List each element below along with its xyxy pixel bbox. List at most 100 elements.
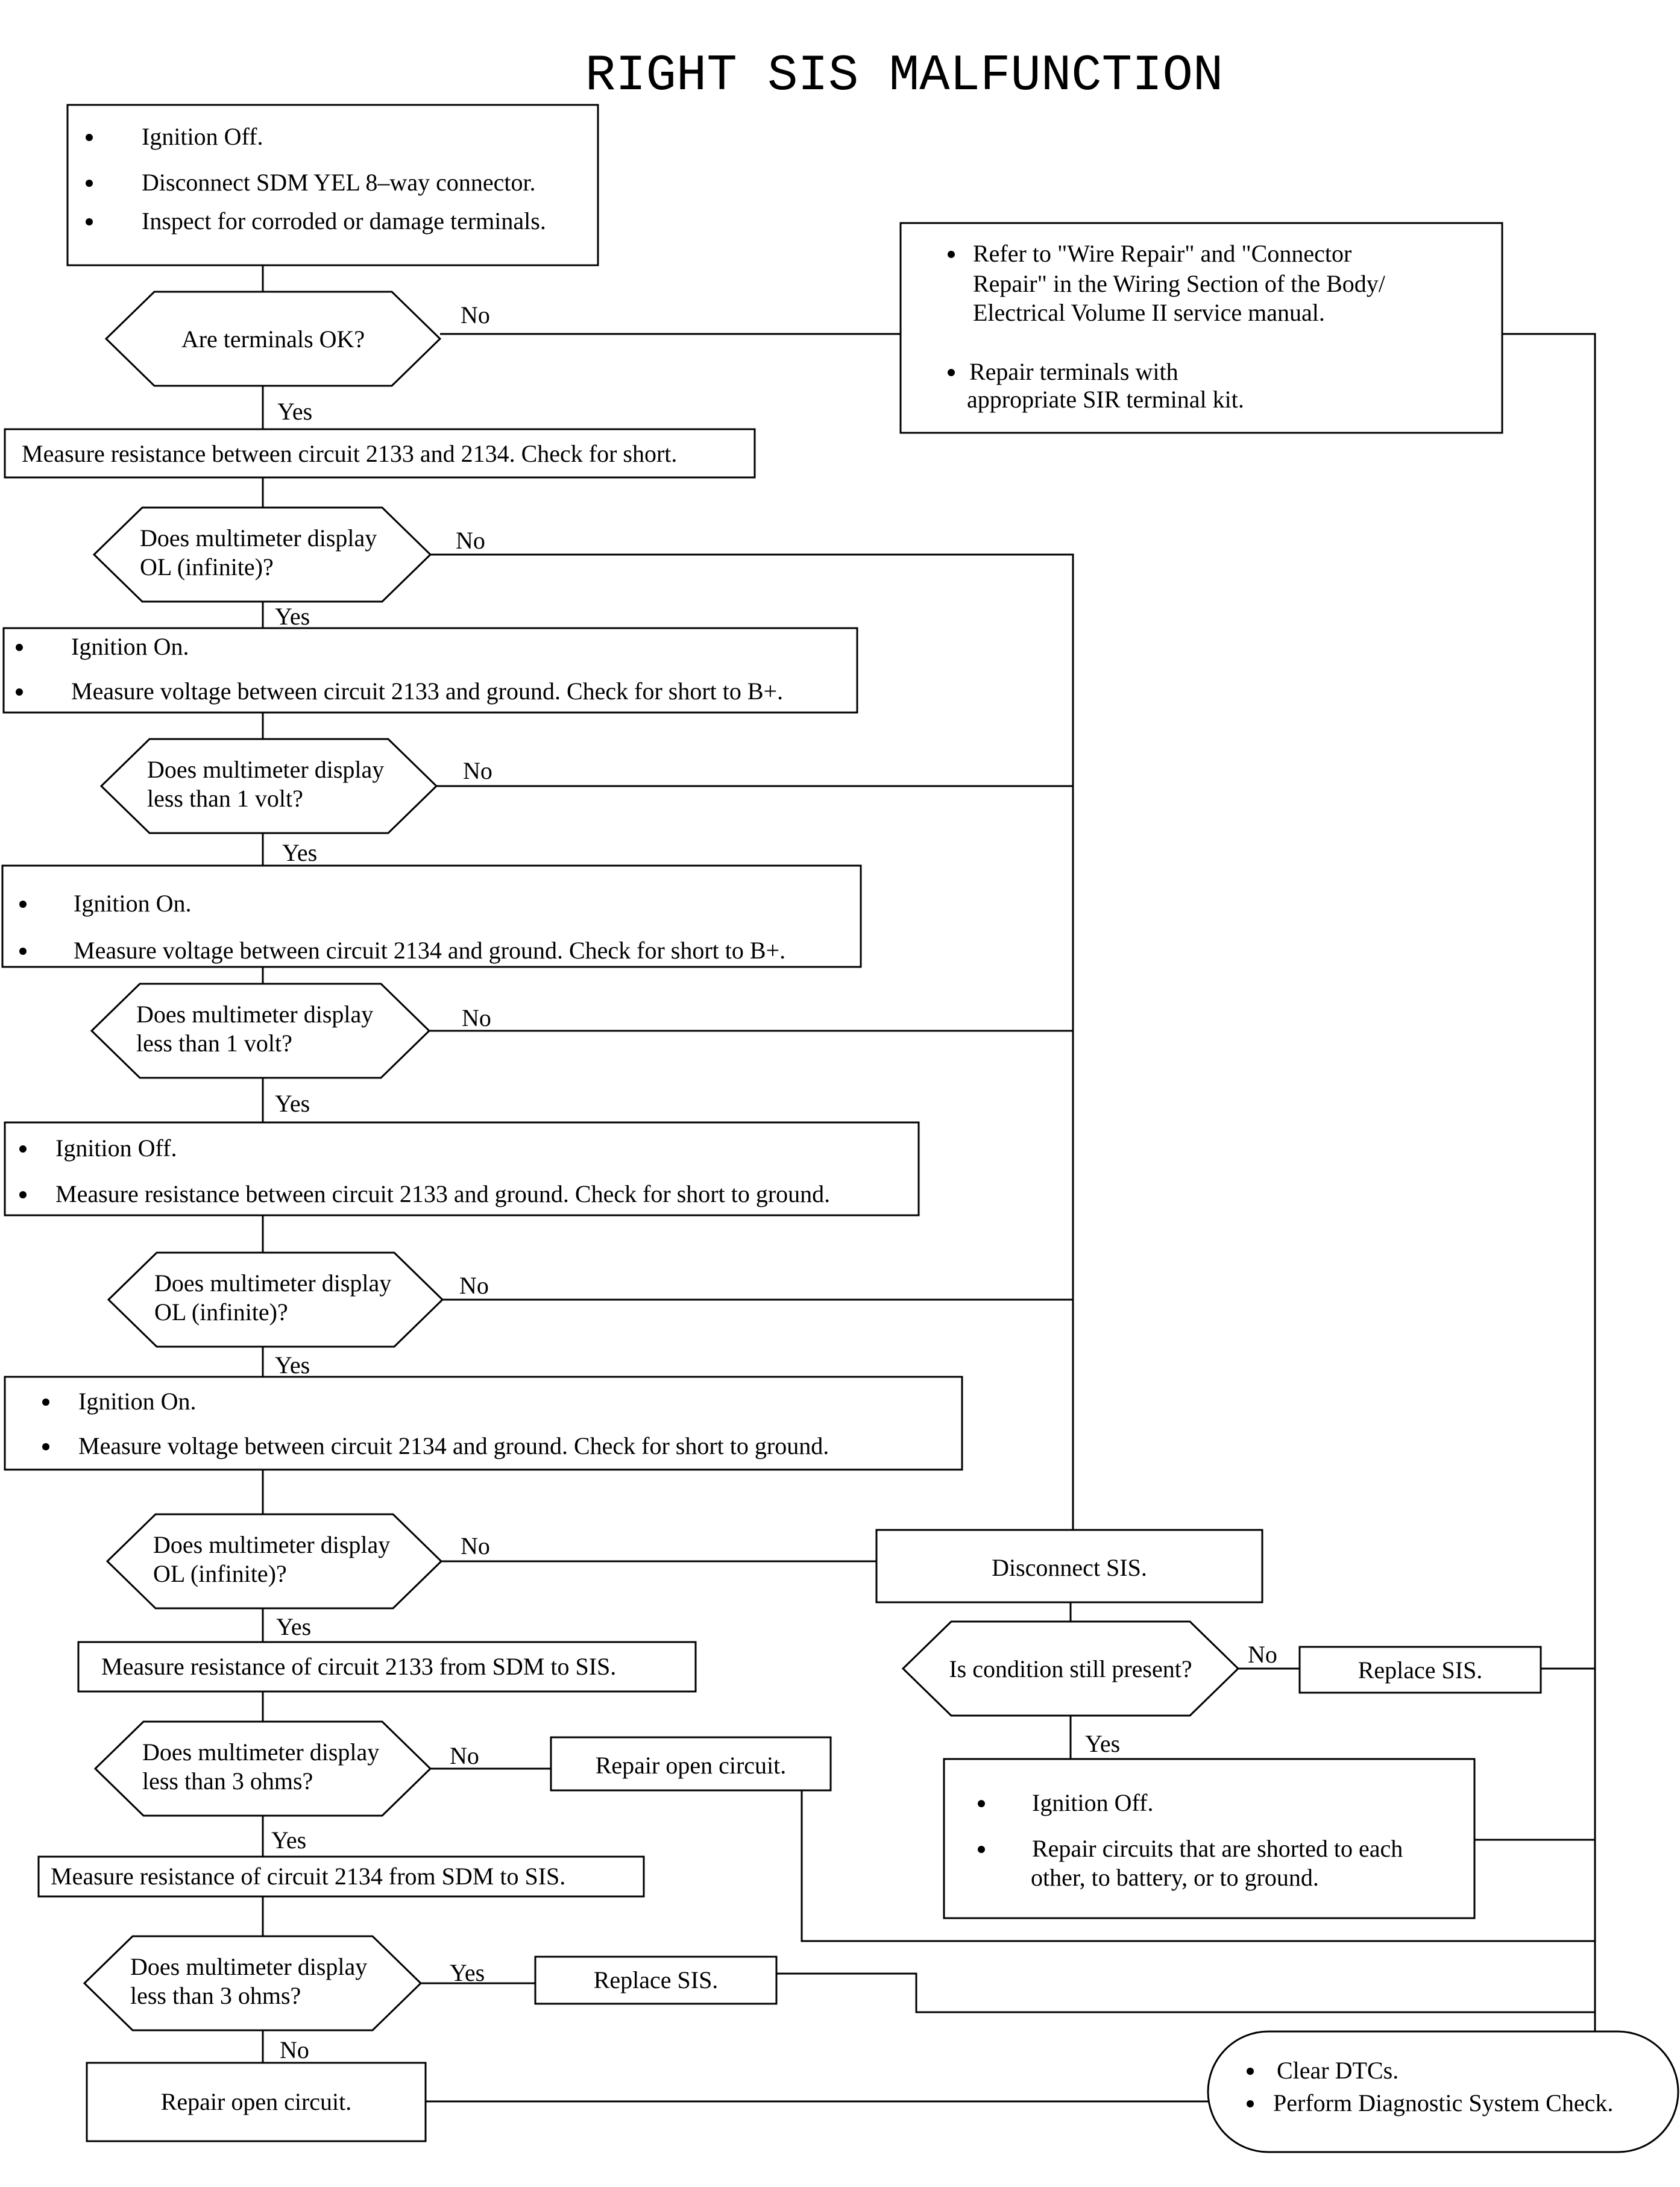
repair-terminals-node: Refer to "Wire Repair" and "ConnectorRep… (899, 222, 1503, 434)
step8-text: Measure resistance of circuit 2134 from … (51, 1863, 565, 1890)
repair-shorts-text: other, to battery, or to ground. (1031, 1864, 1319, 1891)
q5-text: OL (infinite)? (154, 1298, 288, 1326)
q4-decision (90, 983, 431, 1079)
q-condition-text: Is condition still present? (949, 1655, 1192, 1682)
step3-box (2, 627, 858, 714)
q2-decision (92, 506, 432, 603)
step8-box (37, 1855, 645, 1898)
connector-lines (262, 265, 1596, 2103)
repair-terminals-text: Repair" in the Wiring Section of the Bod… (973, 270, 1386, 297)
final-terminator (1207, 2030, 1679, 2153)
step2-node: Measure resistance between circuit 2133 … (4, 428, 756, 479)
step3-text: Measure voltage between circuit 2133 and… (71, 678, 783, 705)
bullet-icon (86, 180, 93, 187)
step1-text: Inspect for corroded or damage terminals… (142, 207, 546, 234)
step7-node: Measure resistance of circuit 2133 from … (77, 1641, 697, 1693)
repair-open-1-box (550, 1736, 832, 1792)
edge-label-yes: Yes (275, 603, 310, 630)
q3-text: Does multimeter display (147, 756, 384, 783)
repair-shorts-box (943, 1758, 1476, 1919)
step2-box (4, 428, 756, 479)
q6-decision (105, 1513, 443, 1610)
edge-label-no: No (459, 1272, 489, 1299)
q5-decision (107, 1251, 444, 1348)
q1-node: Are terminals OK? (104, 291, 442, 387)
edge-label-yes: Yes (275, 1090, 310, 1117)
repair-open-2-text: Repair open circuit. (161, 2088, 352, 2115)
step6-box (4, 1376, 963, 1471)
q1-text: Are terminals OK? (181, 326, 365, 353)
q6-text: OL (infinite)? (153, 1560, 287, 1587)
step5-node: Ignition Off. Measure resistance between … (4, 1121, 920, 1216)
replace-sis-1-node: Replace SIS. (1298, 1646, 1542, 1694)
connector-line (430, 553, 1074, 1530)
edge-label-no: No (462, 1004, 491, 1031)
bullet-icon (19, 948, 27, 955)
disconnect-sis-text: Disconnect SIS. (992, 1554, 1147, 1581)
step1-box (66, 104, 599, 266)
replace-sis-2-node: Replace SIS. (534, 1956, 778, 2005)
repair-shorts-node: Ignition Off.Repair circuits that are sh… (943, 1758, 1476, 1919)
bullet-icon (16, 688, 23, 696)
connector-line (1502, 333, 1596, 2031)
q-condition-node: Is condition still present? (901, 1620, 1240, 1717)
bullet-icon (948, 369, 955, 376)
disconnect-sis-node: Disconnect SIS. (875, 1529, 1263, 1603)
q3-text: less than 1 volt? (147, 785, 303, 812)
step4-box (1, 864, 862, 968)
step7-box (77, 1641, 697, 1693)
step5-text: Ignition Off. (55, 1134, 177, 1162)
repair-terminals-text: appropriate SIR terminal kit. (967, 386, 1244, 413)
edge-label-no: No (456, 527, 485, 554)
repair-open-1-node: Repair open circuit. (550, 1736, 832, 1792)
step1-node: Ignition Off. Disconnect SDM YEL 8–way co… (66, 104, 599, 266)
final-text: Clear DTCs. (1277, 2057, 1398, 2084)
q2-text: OL (infinite)? (140, 553, 274, 581)
edge-label-no: No (461, 301, 490, 329)
connector-line (801, 1790, 1595, 1942)
bullet-icon (86, 134, 93, 141)
bullet-icon (42, 1399, 49, 1406)
step6-text: Ignition On. (78, 1388, 197, 1415)
bullet-icon (42, 1443, 49, 1450)
q1-decision (104, 291, 442, 387)
edge-label-yes: Yes (276, 1613, 311, 1640)
q4-text: less than 1 volt? (136, 1030, 292, 1057)
bullet-icon (978, 1800, 985, 1807)
step1-text: Disconnect SDM YEL 8–way connector. (142, 169, 536, 196)
q2-text: Does multimeter display (140, 524, 377, 552)
q5-text: Does multimeter display (154, 1270, 391, 1297)
step6-node: Ignition On.Measure voltage between circ… (4, 1376, 963, 1471)
replace-sis-1-text: Replace SIS. (1358, 1657, 1483, 1684)
edge-label-yes: Yes (1085, 1730, 1120, 1757)
step3-node: Ignition On. Measure voltage between circ… (2, 627, 858, 714)
final-node: Clear DTCs. Perform Diagnostic System Che… (1207, 2030, 1679, 2153)
q8-text: Does multimeter display (130, 1953, 367, 1980)
q8-text: less than 3 ohms? (130, 1982, 301, 2009)
repair-open-1-text: Repair open circuit. (596, 1752, 787, 1779)
q3-decision (99, 738, 438, 834)
repair-open-2-node: Repair open circuit. (86, 2062, 427, 2142)
q8-decision (83, 1935, 423, 2031)
step3-text: Ignition On. (71, 633, 189, 660)
edge-label-no: No (1248, 1641, 1277, 1668)
edge-label-no: No (461, 1532, 490, 1559)
edge-labels: NoYesNoYesNoYesNoYesNoYesNoYesNoYesNoYes… (271, 301, 1277, 2063)
step5-text: Measure resistance between circuit 2133 … (55, 1180, 830, 1207)
edge-label-yes: Yes (275, 1352, 310, 1379)
bullet-icon (1247, 2100, 1254, 2107)
replace-sis-2-text: Replace SIS. (594, 1966, 719, 1993)
final-text: Perform Diagnostic System Check. (1273, 2089, 1613, 2116)
edge-label-yes: Yes (277, 398, 312, 425)
bullet-icon (19, 901, 27, 908)
step1-text: Ignition Off. (142, 123, 263, 150)
q7-decision (93, 1720, 432, 1817)
repair-terminals-text: Electrical Volume II service manual. (973, 299, 1325, 326)
replace-sis-1-box (1298, 1646, 1542, 1694)
edge-label-yes: Yes (450, 1959, 485, 1986)
